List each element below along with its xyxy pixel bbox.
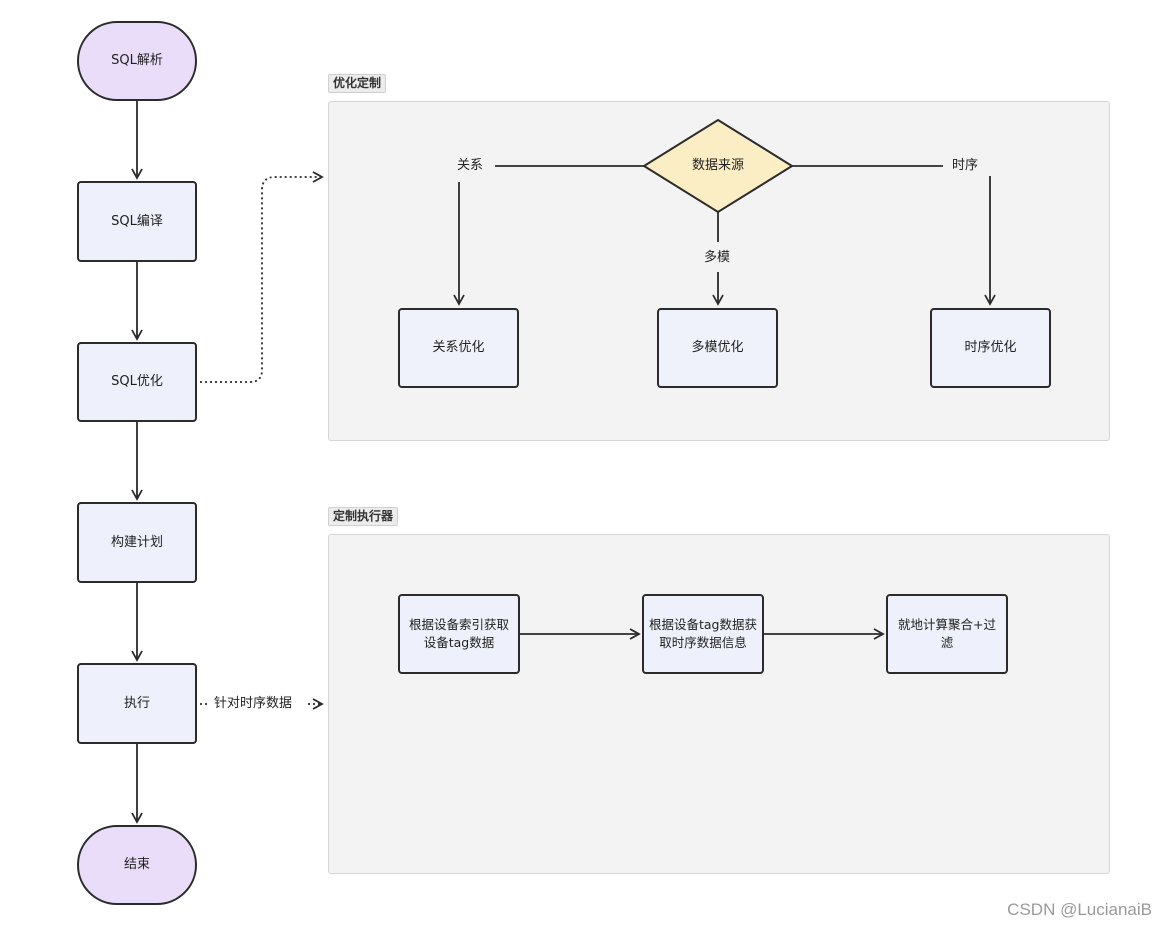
- node-executor-step-3: 就地计算聚合+过滤: [886, 594, 1008, 674]
- branch-label-timeseries: 时序: [948, 157, 983, 175]
- watermark: CSDN @LucianaiB: [1007, 900, 1152, 919]
- node-sql-optimize: SQL优化: [77, 342, 197, 422]
- executor-panel-title: 定制执行器: [328, 507, 399, 526]
- node-end: 结束: [77, 825, 197, 905]
- executor-panel: [328, 534, 1110, 874]
- optimization-panel-title: 优化定制: [328, 74, 387, 93]
- branch-label-relational: 关系: [453, 157, 488, 175]
- node-multimodel-optimize: 多模优化: [657, 308, 778, 388]
- node-executor-step-2: 根据设备tag数据获取时序数据信息: [642, 594, 764, 674]
- decision-label: 数据来源: [691, 158, 744, 173]
- node-build-plan: 构建计划: [77, 502, 197, 583]
- branch-label-multimodel: 多模: [700, 249, 735, 267]
- node-sql-parse: SQL解析: [77, 21, 197, 101]
- node-execute: 执行: [77, 663, 197, 744]
- edge-optimize-to-panel: [200, 171, 324, 383]
- node-timeseries-optimize: 时序优化: [930, 308, 1051, 388]
- execute-link-label: 针对时序数据: [210, 695, 297, 713]
- node-executor-step-1: 根据设备索引获取设备tag数据: [398, 594, 520, 674]
- node-relational-optimize: 关系优化: [398, 308, 519, 388]
- node-sql-compile: SQL编译: [77, 181, 197, 262]
